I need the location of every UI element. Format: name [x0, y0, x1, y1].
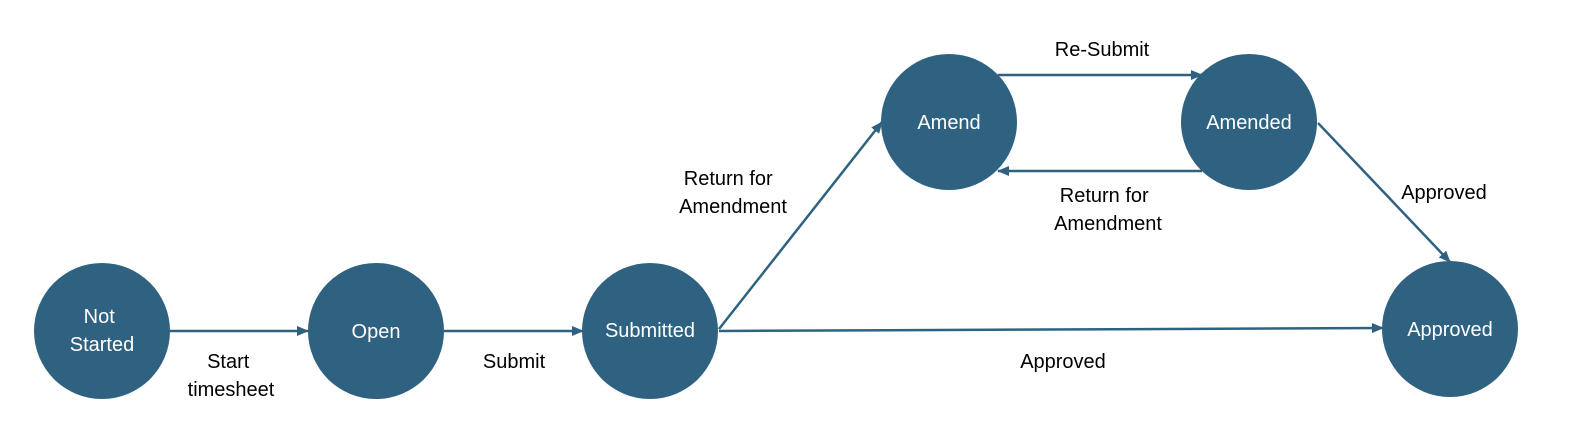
- edge-label-resubmit: Re-Submit: [1055, 39, 1150, 61]
- node-amend-circle: [881, 54, 1017, 190]
- node-submitted-circle: [582, 263, 718, 399]
- node-approved-label: Approved: [1407, 319, 1493, 341]
- node-not-started: Not Started: [34, 263, 170, 399]
- edge-label-start-timesheet: Start timesheet: [188, 351, 275, 401]
- node-submitted: Submitted: [582, 263, 718, 399]
- edge-label-start-line1: Start: [207, 351, 250, 373]
- edge-label-start-line2: timesheet: [188, 379, 275, 401]
- node-amend-label: Amend: [917, 112, 980, 134]
- edge-label-return-to-amend: Return for Amendment: [1054, 185, 1162, 235]
- node-amended: Amended: [1181, 54, 1317, 190]
- edge-approved-from-amended-arrow: [1317, 122, 1451, 263]
- node-submitted-label: Submitted: [605, 320, 695, 342]
- node-approved: Approved: [1382, 261, 1518, 397]
- node-not-started-line2: Started: [70, 334, 134, 356]
- node-not-started-circle: [34, 263, 170, 399]
- node-amended-label: Amended: [1206, 112, 1292, 134]
- edge-label-return-to-amend-line1: Return for: [1060, 185, 1149, 207]
- node-open-label: Open: [352, 321, 401, 343]
- edge-label-return-line1: Return for: [684, 168, 773, 190]
- edge-label-approved-from-amended: Approved: [1401, 182, 1487, 204]
- edge-approved-from-submitted-arrow: [718, 323, 1384, 334]
- node-approved-circle: [1382, 261, 1518, 397]
- node-amended-circle: [1181, 54, 1317, 190]
- node-open: Open: [308, 263, 444, 399]
- edge-label-return-to-amend-line2: Amendment: [1054, 213, 1162, 235]
- node-not-started-line1: Not: [84, 306, 116, 328]
- node-not-started-label: Not Started: [70, 306, 134, 356]
- edge-label-return-for-amendment: Return for Amendment: [679, 168, 787, 218]
- edge-return-for-amendment-arrow: [718, 121, 883, 330]
- edge-label-submit: Submit: [483, 351, 546, 373]
- edge-label-approved-from-submitted: Approved: [1020, 351, 1106, 373]
- edge-label-return-line2: Amendment: [679, 196, 787, 218]
- node-open-circle: [308, 263, 444, 399]
- node-amend: Amend: [881, 54, 1017, 190]
